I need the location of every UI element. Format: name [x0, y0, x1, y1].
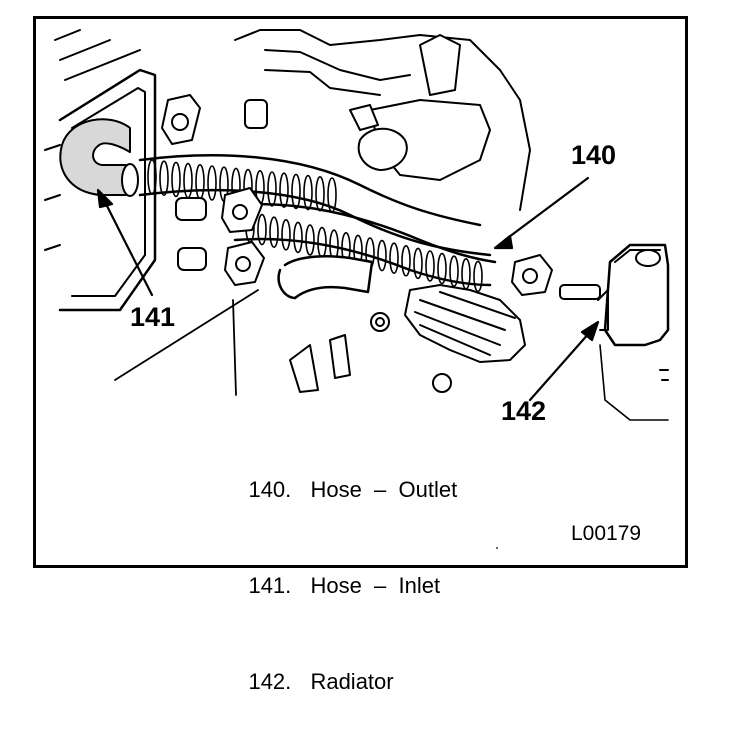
legend-number: 141.: [248, 573, 292, 598]
fittings: [175, 99, 601, 393]
legend-number: 142.: [248, 669, 292, 694]
hose-ring: [425, 250, 435, 282]
legend-item: 141. Hose – Inlet: [224, 538, 457, 634]
hose-ring: [195, 164, 205, 200]
radiator-hose-illustration: [44, 29, 670, 549]
hose-ring: [377, 239, 387, 272]
callout-142: 142: [501, 396, 547, 426]
legend-label: Radiator: [310, 669, 394, 694]
hose-ring: [207, 165, 217, 201]
legend-number: 140.: [248, 477, 292, 502]
figure-code: L00179: [571, 522, 642, 545]
hose-ring: [171, 161, 181, 198]
legend-label: Hose – Inlet: [310, 573, 441, 598]
inlet-hose-bend: [59, 118, 139, 197]
parts-legend: 140. Hose – Outlet 141. Hose – Inlet 142. R…: [224, 442, 457, 730]
hose-ring: [257, 213, 267, 246]
hose-ring: [293, 221, 303, 254]
arrow-142: [528, 320, 600, 402]
hose-ring: [317, 226, 327, 259]
hose-corrugations: [147, 159, 483, 293]
hose-clamps: [161, 94, 553, 296]
hose-ring: [279, 172, 289, 208]
leader-lines: [114, 289, 498, 549]
hose-ring: [315, 176, 325, 212]
hose-ring: [473, 260, 483, 293]
hose-ring: [269, 216, 279, 248]
callout-141: 141: [130, 302, 176, 332]
hose-ring: [327, 177, 337, 213]
hose-ring: [449, 255, 459, 288]
lower-hose: [277, 255, 374, 300]
hose-ring: [183, 162, 193, 199]
hose-ring: [159, 160, 169, 196]
legend-label: Hose – Outlet: [310, 477, 458, 502]
hose-ring: [281, 219, 291, 251]
callout-140: 140: [571, 140, 617, 170]
hose-ring: [389, 242, 399, 275]
hose-ring: [401, 244, 411, 277]
hose-ring: [437, 252, 447, 285]
pump-pulley: [289, 284, 526, 393]
arrow-141: [96, 188, 154, 297]
legend-item: 140. Hose – Outlet: [224, 442, 457, 538]
engine-block: [234, 29, 531, 211]
radiator: [597, 243, 670, 421]
hose-ring: [147, 159, 157, 195]
hose-ring: [305, 224, 315, 256]
hose-ring: [267, 171, 277, 207]
hose-ring: [303, 174, 313, 211]
hose-ring: [413, 247, 423, 280]
legend-item: 142. Radiator: [224, 634, 457, 730]
hose-ring: [291, 173, 301, 210]
arrow-140: [493, 176, 590, 250]
